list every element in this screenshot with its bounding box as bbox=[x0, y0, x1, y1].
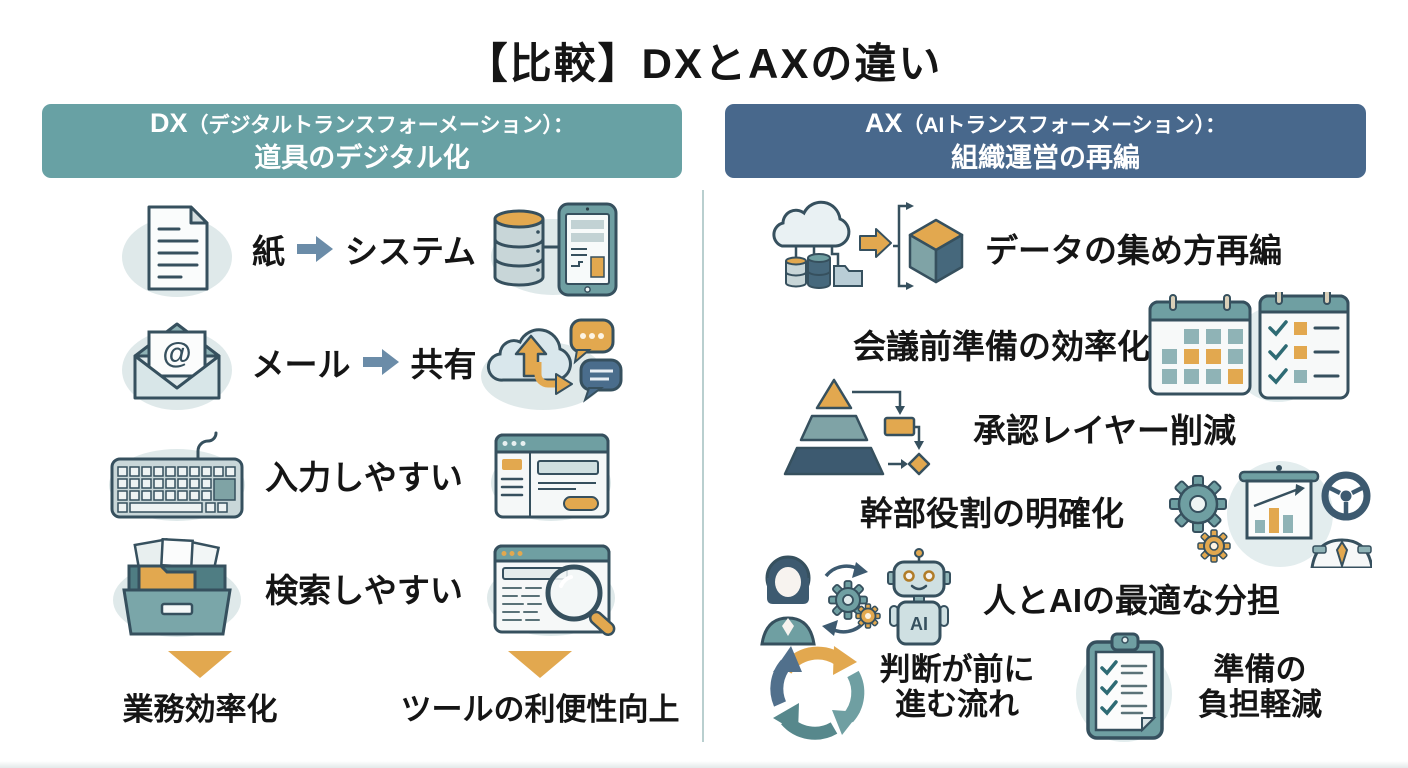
form-window-icon bbox=[490, 433, 611, 521]
dx-subtitle: （デジタルトランスフォーメーション）： bbox=[187, 114, 574, 138]
ax-header-line2: 組織運営の再編 bbox=[951, 143, 1140, 173]
ax-row-label: 人とAIの最適な分担 bbox=[983, 582, 1280, 619]
cloud-sync-chat-icon bbox=[481, 318, 623, 410]
robot-chest-label: AI bbox=[910, 614, 928, 634]
row-label: 入力しやすい bbox=[265, 458, 463, 496]
cycle-arrows-icon bbox=[770, 646, 865, 740]
database-tablet-icon bbox=[490, 202, 618, 296]
calendar-checklist-icon bbox=[1148, 292, 1350, 402]
down-triangle-icon bbox=[168, 651, 232, 678]
gears-dashboard-captain-icon bbox=[1169, 461, 1372, 568]
dx-outcome-label: 業務効率化 bbox=[122, 692, 278, 727]
ax-abbr: AX bbox=[864, 108, 903, 139]
column-divider bbox=[702, 190, 704, 742]
ax-row-label: 幹部役割の明確化 bbox=[860, 495, 1124, 532]
dx-header: DX（デジタルトランスフォーメーション）： 道具のデジタル化 bbox=[42, 104, 682, 178]
ax-header: AX（AIトランスフォーメーション）： 組織運営の再編 bbox=[725, 104, 1366, 178]
email-envelope-icon: @ bbox=[121, 322, 232, 410]
dx-abbr: DX bbox=[150, 108, 188, 139]
dx-header-line1: DX（デジタルトランスフォーメーション）： bbox=[42, 106, 682, 141]
row-label-post: システム bbox=[344, 232, 476, 270]
comparison-row: 紙 システム bbox=[42, 192, 682, 305]
comparison-row: 検索しやすい bbox=[42, 531, 682, 644]
ax-header-line1: AX（AIトランスフォーメーション）： bbox=[725, 106, 1366, 141]
ax-outcome-label: 準備の 負担軽減 bbox=[1180, 652, 1340, 722]
right-arrow-icon bbox=[296, 235, 333, 262]
down-triangle-icon bbox=[508, 651, 572, 678]
ax-outcome-label: 判断が前に 進む流れ bbox=[872, 652, 1042, 722]
ax-outcome-line1: 準備の bbox=[1213, 652, 1307, 687]
human-gears-robot-icon: AI bbox=[760, 548, 951, 646]
ax-row-label: 会議前準備の効率化 bbox=[853, 328, 1150, 365]
right-arrow-icon bbox=[362, 348, 399, 375]
paper-document-icon bbox=[121, 205, 232, 297]
dx-header-line2: 道具のデジタル化 bbox=[254, 143, 470, 173]
row-label-post: 共有 bbox=[410, 345, 477, 383]
ax-row-label: データの集め方再編 bbox=[985, 232, 1282, 269]
row-label: 検索しやすい bbox=[265, 571, 463, 609]
ax-outcome-line2: 負担軽減 bbox=[1198, 687, 1322, 722]
pyramid-flow-icon bbox=[783, 378, 931, 476]
ax-row-label: 承認レイヤー削減 bbox=[973, 412, 1237, 449]
row-label: メール 共有 bbox=[252, 338, 477, 386]
ax-outcome-line2: 進む流れ bbox=[895, 687, 1019, 722]
clipboard-checklist-icon bbox=[1076, 632, 1172, 742]
dx-column: 紙 システム bbox=[42, 192, 682, 644]
ax-subtitle: （AIトランスフォーメーション）： bbox=[902, 114, 1227, 138]
at-symbol: @ bbox=[162, 337, 191, 370]
comparison-row: @ メール 共有 bbox=[42, 305, 682, 418]
search-window-icon bbox=[487, 544, 616, 636]
cloud-data-cube-icon bbox=[772, 200, 964, 290]
row-label-pre: 紙 bbox=[251, 232, 285, 270]
keyboard-icon bbox=[109, 431, 245, 521]
dx-outcome-label: ツールの利便性向上 bbox=[400, 692, 680, 727]
bottom-edge-strip bbox=[0, 761, 1408, 768]
ax-outcome-line1: 判断が前に bbox=[879, 652, 1035, 687]
file-box-icon bbox=[113, 537, 241, 637]
comparison-row: 入力しやすい bbox=[42, 418, 682, 531]
page-title: 【比較】DXとAXの違い bbox=[465, 40, 943, 87]
row-label-pre: メール bbox=[251, 345, 351, 383]
row-label: 紙 システム bbox=[252, 225, 476, 273]
